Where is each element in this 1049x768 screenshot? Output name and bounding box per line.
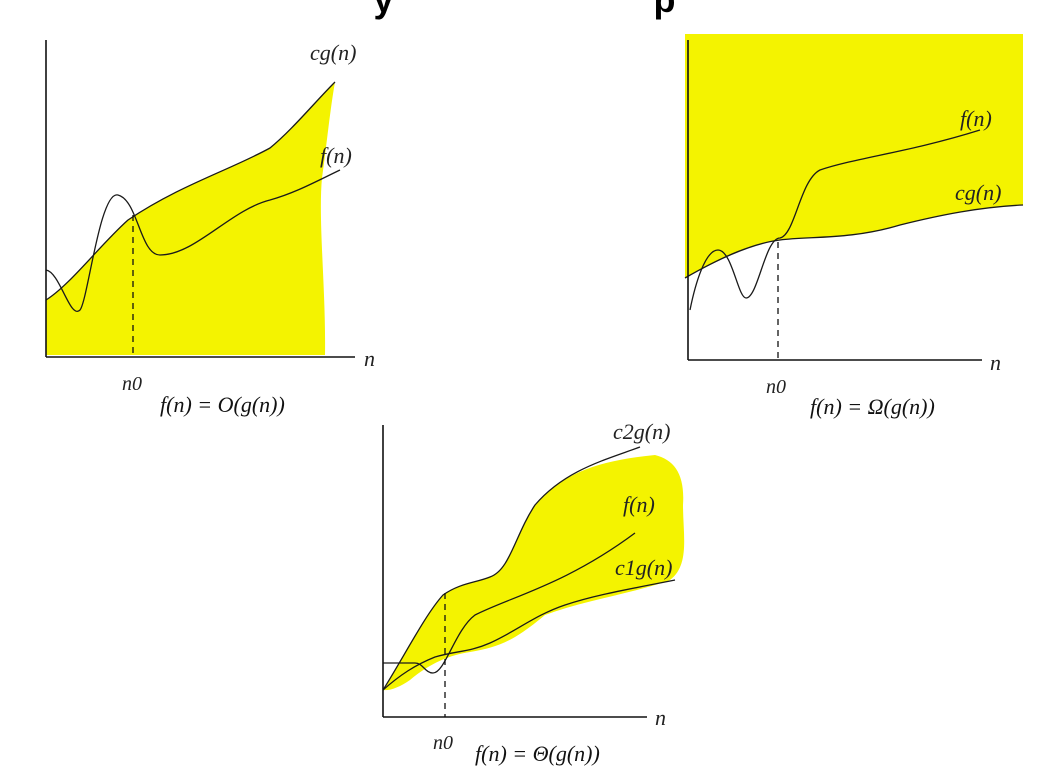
c2g-curve-big-theta bbox=[382, 446, 641, 691]
n0-label-big-theta: n0 bbox=[433, 732, 453, 754]
big-theta-shaded-region bbox=[383, 455, 685, 691]
big-o-shaded-region bbox=[46, 82, 335, 355]
caption-big-o: f(n) = O(g(n)) bbox=[160, 392, 285, 417]
caption-big-omega: f(n) = Ω(g(n)) bbox=[810, 394, 935, 419]
f-label-big-o: f(n) bbox=[320, 143, 352, 168]
c2g-label-big-theta: c2g(n) bbox=[613, 419, 670, 444]
f-curve-big-omega bbox=[689, 129, 981, 311]
n-axis-label-big-o: n bbox=[364, 346, 375, 371]
big-omega-shaded-region bbox=[685, 34, 1023, 278]
f-label-big-omega: f(n) bbox=[960, 106, 992, 131]
c1g-label-big-theta: c1g(n) bbox=[615, 555, 672, 580]
cg-curve-big-omega bbox=[684, 204, 1024, 279]
cg-curve-big-o bbox=[45, 81, 336, 301]
n0-label-big-o: n0 bbox=[122, 373, 142, 395]
f-curve-big-o bbox=[45, 169, 341, 312]
c1g-curve-big-theta bbox=[382, 579, 676, 691]
big-o-graph: cg(n) f(n) n n0 f(n) = O(g(n)) bbox=[45, 40, 375, 417]
cg-label-big-o: cg(n) bbox=[310, 40, 356, 65]
big-omega-panel: f(n) cg(n) n n0 f(n) = Ω(g(n)) bbox=[680, 30, 1030, 425]
f-curve-big-theta bbox=[383, 532, 636, 674]
cg-label-big-omega: cg(n) bbox=[955, 180, 1001, 205]
slide-title-fragment: y p bbox=[100, 0, 949, 24]
caption-big-theta: f(n) = Θ(g(n)) bbox=[475, 741, 600, 766]
n0-label-big-omega: n0 bbox=[766, 376, 786, 398]
big-omega-graph: f(n) cg(n) n n0 f(n) = Ω(g(n)) bbox=[684, 34, 1024, 419]
f-label-big-theta: f(n) bbox=[623, 492, 655, 517]
big-theta-panel: c2g(n) f(n) c1g(n) n n0 f(n) = Θ(g(n)) bbox=[365, 415, 710, 768]
n-axis-label-big-omega: n bbox=[990, 350, 1001, 375]
big-theta-graph: c2g(n) f(n) c1g(n) n n0 f(n) = Θ(g(n)) bbox=[382, 419, 685, 766]
big-o-panel: cg(n) f(n) n n0 f(n) = O(g(n)) bbox=[30, 30, 380, 420]
n-axis-label-big-theta: n bbox=[655, 705, 666, 730]
